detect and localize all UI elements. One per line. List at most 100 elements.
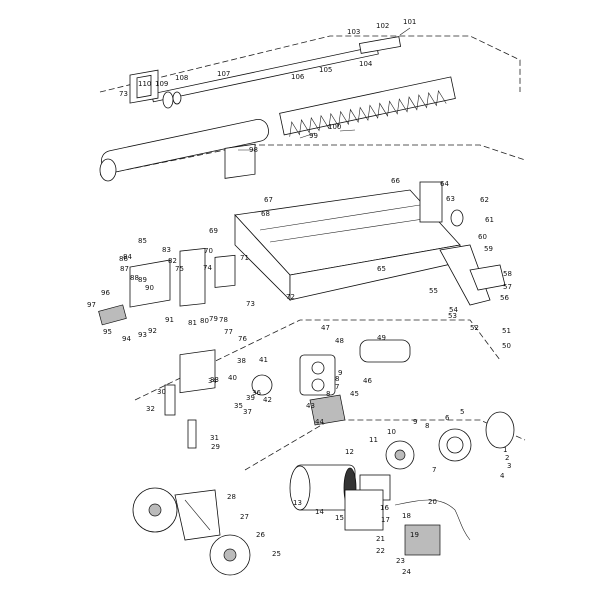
callout-label: 109: [155, 80, 168, 88]
callout-label: 21: [376, 535, 385, 543]
callout-label: 54: [449, 306, 458, 314]
callout-label: 76: [238, 335, 247, 343]
callout-label: 85: [138, 237, 147, 245]
valve-block: [98, 248, 236, 326]
switch-box: [344, 489, 441, 556]
callout-label: 24: [402, 568, 411, 576]
callout-label: 14: [315, 508, 324, 516]
callout-label: 38: [237, 357, 246, 365]
callout-label: 110: [138, 80, 151, 88]
main-rod: [151, 36, 402, 103]
callout-label: 36: [252, 389, 261, 397]
callout-label: 107: [217, 70, 230, 78]
callout-label: 55: [429, 287, 438, 295]
middle-group-boundary: [134, 319, 501, 401]
callout-label: 40: [228, 374, 237, 382]
callout-label: 9: [338, 369, 342, 377]
callout-label: 42: [263, 396, 272, 404]
callout-label: 104: [359, 60, 373, 68]
callout-label: 95: [103, 328, 112, 336]
callout-label: 89: [138, 276, 147, 284]
callout-label: 41: [259, 356, 268, 364]
callout-label: 3: [507, 462, 511, 470]
callout-label: 32: [146, 405, 155, 413]
callout-label: 34: [208, 377, 217, 385]
callout-label: 29: [211, 443, 220, 451]
spring: [279, 76, 456, 137]
callout-label: 63: [446, 195, 455, 203]
callout-label: 64: [440, 180, 449, 188]
callout-label: 92: [148, 327, 157, 335]
callout-label: 61: [485, 216, 494, 224]
callout-label: 100: [328, 123, 341, 131]
callout-label: 25: [272, 550, 281, 558]
callout-label: 52: [470, 324, 479, 332]
leader-lines: [238, 27, 411, 151]
callout-label: 7: [335, 383, 339, 391]
callout-label: 105: [319, 66, 332, 74]
stand-bracket: [174, 489, 221, 541]
callout-label: 86: [119, 255, 128, 263]
callout-label: 48: [335, 337, 344, 345]
callout-label: 7: [432, 466, 436, 474]
callout-label: 6: [445, 414, 450, 422]
callout-label: 51: [502, 327, 511, 335]
callout-label: 77: [224, 328, 233, 336]
callout-label: 60: [478, 233, 487, 241]
callout-label: 47: [321, 324, 330, 332]
callout-label: 4: [500, 472, 505, 480]
callout-label: 9: [413, 418, 417, 426]
callout-label: 17: [381, 516, 390, 524]
callout-label: 49: [377, 334, 386, 342]
callout-label: 16: [380, 504, 389, 512]
callout-label: 80: [200, 317, 209, 325]
callout-label: 15: [335, 514, 344, 522]
callout-label: 46: [363, 377, 372, 385]
callout-label: 30: [157, 388, 166, 396]
callout-label: 88: [130, 274, 139, 282]
callout-label: 99: [309, 132, 318, 140]
callout-label: 45: [350, 390, 359, 398]
callout-label: 26: [256, 531, 265, 539]
callout-label: 37: [243, 408, 252, 416]
callout-label: 96: [101, 289, 110, 297]
callout-label: 81: [188, 319, 197, 327]
callout-label: 31: [210, 434, 219, 442]
callout-label: 58: [503, 270, 512, 278]
callout-label: 10: [387, 428, 396, 436]
wheel-rear: [209, 534, 251, 576]
callout-label: 103: [347, 28, 360, 36]
power-cable: [394, 499, 471, 541]
callout-label: 27: [240, 513, 249, 521]
cylinder-tube: [99, 119, 269, 182]
callout-label: 72: [286, 293, 295, 301]
callout-label: 53: [448, 312, 457, 320]
callout-label: 102: [376, 22, 389, 30]
pump-head: [164, 349, 216, 449]
callout-label: 101: [403, 18, 416, 26]
callout-label: 23: [396, 557, 405, 565]
callout-label: 68: [261, 210, 270, 218]
callout-label: 69: [209, 227, 218, 235]
handle-assembly: [439, 244, 506, 306]
callout-label: 66: [391, 177, 400, 185]
callout-label: 33: [210, 376, 219, 384]
callout-label: 73: [119, 90, 128, 98]
callout-label: 59: [484, 245, 493, 253]
callout-label: 67: [264, 196, 273, 204]
callout-label: 106: [291, 73, 305, 81]
upper-group-boundary-lower: [99, 144, 526, 176]
callout-label: 91: [165, 316, 174, 324]
callout-label: 56: [500, 294, 509, 302]
callout-label: 28: [227, 493, 236, 501]
callout-label: 50: [502, 342, 511, 350]
callout-label: 5: [460, 408, 464, 416]
callout-label: 19: [410, 531, 419, 539]
callout-label: 43: [306, 402, 315, 410]
callout-label: 2: [505, 454, 509, 462]
callout-label: 12: [345, 448, 354, 456]
callout-label: 83: [162, 246, 171, 254]
callout-label: 75: [175, 265, 184, 273]
